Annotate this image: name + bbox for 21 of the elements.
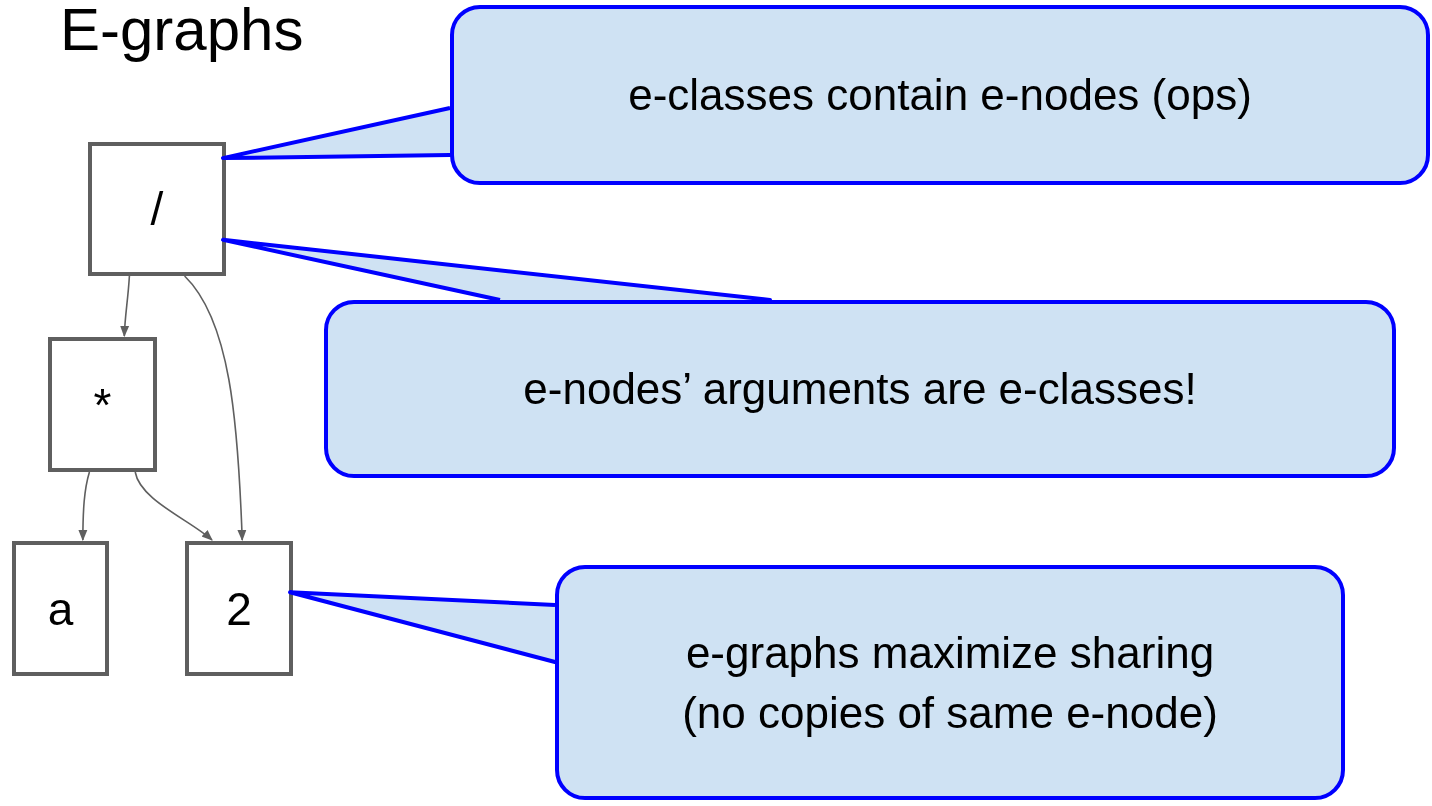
callout-text: e-classes contain e-nodes (ops) — [628, 69, 1252, 122]
arrow — [183, 275, 247, 542]
term-symbol: * — [93, 381, 112, 428]
callout-pointer — [221, 237, 772, 302]
callout-bubble — [450, 5, 1430, 185]
term-symbol: 2 — [226, 585, 252, 632]
term-box — [48, 337, 157, 472]
callout-bubble — [555, 565, 1345, 800]
callout-pointer — [221, 106, 452, 161]
term-symbol: / — [150, 186, 164, 232]
term-symbol: a — [47, 585, 74, 632]
term-box — [12, 541, 109, 676]
term-box — [185, 541, 293, 676]
callout-text: e-graphs maximize sharing (no copies of same e-node) — [681, 627, 1219, 739]
arrow — [134, 471, 213, 541]
slide-title: E-graphs — [60, 0, 304, 60]
term-box — [88, 142, 226, 276]
arrow — [120, 275, 131, 338]
arrow — [78, 471, 91, 542]
callout-text: e-nodes’ arguments are e-classes! — [523, 363, 1197, 416]
callout-pointer — [288, 590, 557, 664]
